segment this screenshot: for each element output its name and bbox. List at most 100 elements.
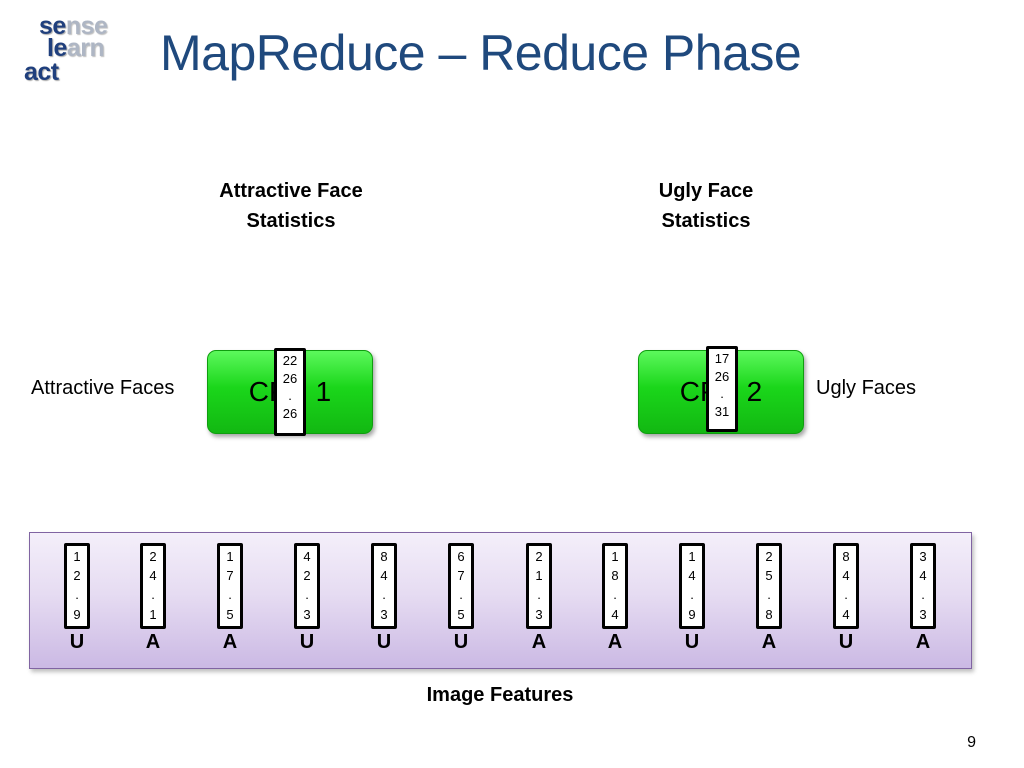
feature-card: 4 2 . 3 [294,543,320,629]
feature-card: 6 7 . 5 [448,543,474,629]
feature-value-line: . [382,587,386,603]
sense-learn-act-logo: sense learn act [24,14,128,90]
feature-value-line: 8 [380,549,388,564]
feature-value-line: . [767,587,771,603]
feature-item: 3 4 . 3 A [909,543,937,654]
cpu-2-value-line: 31 [714,403,730,419]
feature-class-label: U [69,631,85,653]
attractive-face-statistics-label: Attractive Face Statistics [219,180,363,232]
cpu-1-value-line: 26 [282,405,298,421]
feature-class-label: A [222,631,238,653]
feature-value-line: 7 [226,568,234,584]
logo-row-2: learn [47,34,105,62]
image-features-box [29,532,972,669]
feature-value-line: 5 [457,606,465,622]
feature-item: 1 8 . 4 A [601,543,629,654]
feature-value-line: . [151,587,155,603]
slide-number: 9 [967,734,976,751]
feature-item: 2 1 . 3 A [525,543,553,654]
cpu-1-value-card: 22 26 . 26 [274,348,306,436]
feature-value-line: . [75,587,79,603]
feature-value-line: 9 [73,606,81,622]
feature-item: 1 4 . 9 U [678,543,706,654]
feature-item: 2 5 . 8 A [755,543,783,654]
feature-value-line: 7 [457,568,465,584]
ugly-faces-label: Ugly Faces [816,377,917,399]
feature-value-line: 8 [765,606,773,622]
cpu-2-value-line: 17 [714,351,730,366]
feature-class-label: U [684,631,700,653]
feature-item: 8 4 . 4 U [832,543,860,654]
feature-class-label: U [299,631,315,653]
feature-item: 8 4 . 3 U [370,543,398,654]
feature-value-line: 2 [73,568,81,584]
feature-value-line: 1 [535,568,543,584]
feature-value-line: 3 [380,606,388,622]
feature-value-line: 1 [73,549,81,564]
feature-value-line: . [844,587,848,603]
feature-value-line: 5 [765,568,773,584]
cpu-2-value-line: . [720,386,724,401]
feature-value-line: 4 [380,568,388,584]
feature-value-line: 1 [688,549,696,564]
feature-value-line: 3 [919,606,927,622]
feature-value-line: 3 [535,606,543,622]
feature-item: 1 7 . 5 A [216,543,244,654]
feature-value-line: 4 [688,568,696,584]
feature-card: 1 7 . 5 [217,543,243,629]
feature-value-line: 4 [919,568,927,584]
feature-item: 1 2 . 9 U [63,543,91,654]
feature-value-line: 6 [457,549,465,564]
feature-value-line: 4 [842,568,850,584]
feature-card: 3 4 . 3 [910,543,936,629]
feature-value-line: 8 [842,549,850,564]
attractive-faces-label: Attractive Faces [31,377,175,399]
image-features-caption: Image Features [426,684,574,706]
feature-value-line: 2 [765,549,773,564]
feature-value-line: 1 [149,606,157,622]
cpu-2-value-line: 26 [714,368,730,384]
feature-card: 1 4 . 9 [679,543,705,629]
feature-value-line: 4 [303,549,311,564]
feature-value-line: . [690,587,694,603]
feature-value-line: . [228,587,232,603]
cpu-2-value-card: 17 26 . 31 [706,346,738,432]
ugly-face-statistics-label: Ugly Face Statistics [658,180,754,232]
feature-item: 6 7 . 5 U [447,543,475,654]
feature-value-line: . [613,587,617,603]
feature-class-label: A [761,631,777,653]
feature-value-line: . [537,587,541,603]
feature-class-label: U [376,631,392,653]
feature-value-line: 8 [611,568,619,584]
logo-row-1: sense [39,12,108,40]
feature-card: 1 2 . 9 [64,543,90,629]
feature-value-line: 3 [303,606,311,622]
feature-class-label: A [607,631,623,653]
feature-class-label: A [915,631,931,653]
feature-item: 2 4 . 1 A [139,543,167,654]
cpu-1-value-line: 26 [282,370,298,386]
feature-value-line: 4 [842,606,850,622]
feature-card: 8 4 . 4 [833,543,859,629]
feature-item: 4 2 . 3 U [293,543,321,654]
feature-value-line: 5 [226,606,234,622]
feature-value-line: 1 [226,549,234,564]
feature-value-line: . [305,587,309,603]
feature-class-label: U [453,631,469,653]
feature-card: 2 4 . 1 [140,543,166,629]
feature-value-line: 9 [688,606,696,622]
feature-value-line: 1 [611,549,619,564]
feature-card: 2 1 . 3 [526,543,552,629]
feature-card: 2 5 . 8 [756,543,782,629]
feature-class-label: A [145,631,161,653]
feature-value-line: . [921,587,925,603]
feature-value-line: . [459,587,463,603]
slide-title: MapReduce – Reduce Phase [160,25,802,81]
cpu-1-value-line: . [288,388,292,403]
feature-value-line: 3 [919,549,927,564]
feature-value-line: 2 [535,549,543,564]
feature-class-label: U [838,631,854,653]
feature-card: 8 4 . 3 [371,543,397,629]
feature-value-line: 2 [149,549,157,564]
